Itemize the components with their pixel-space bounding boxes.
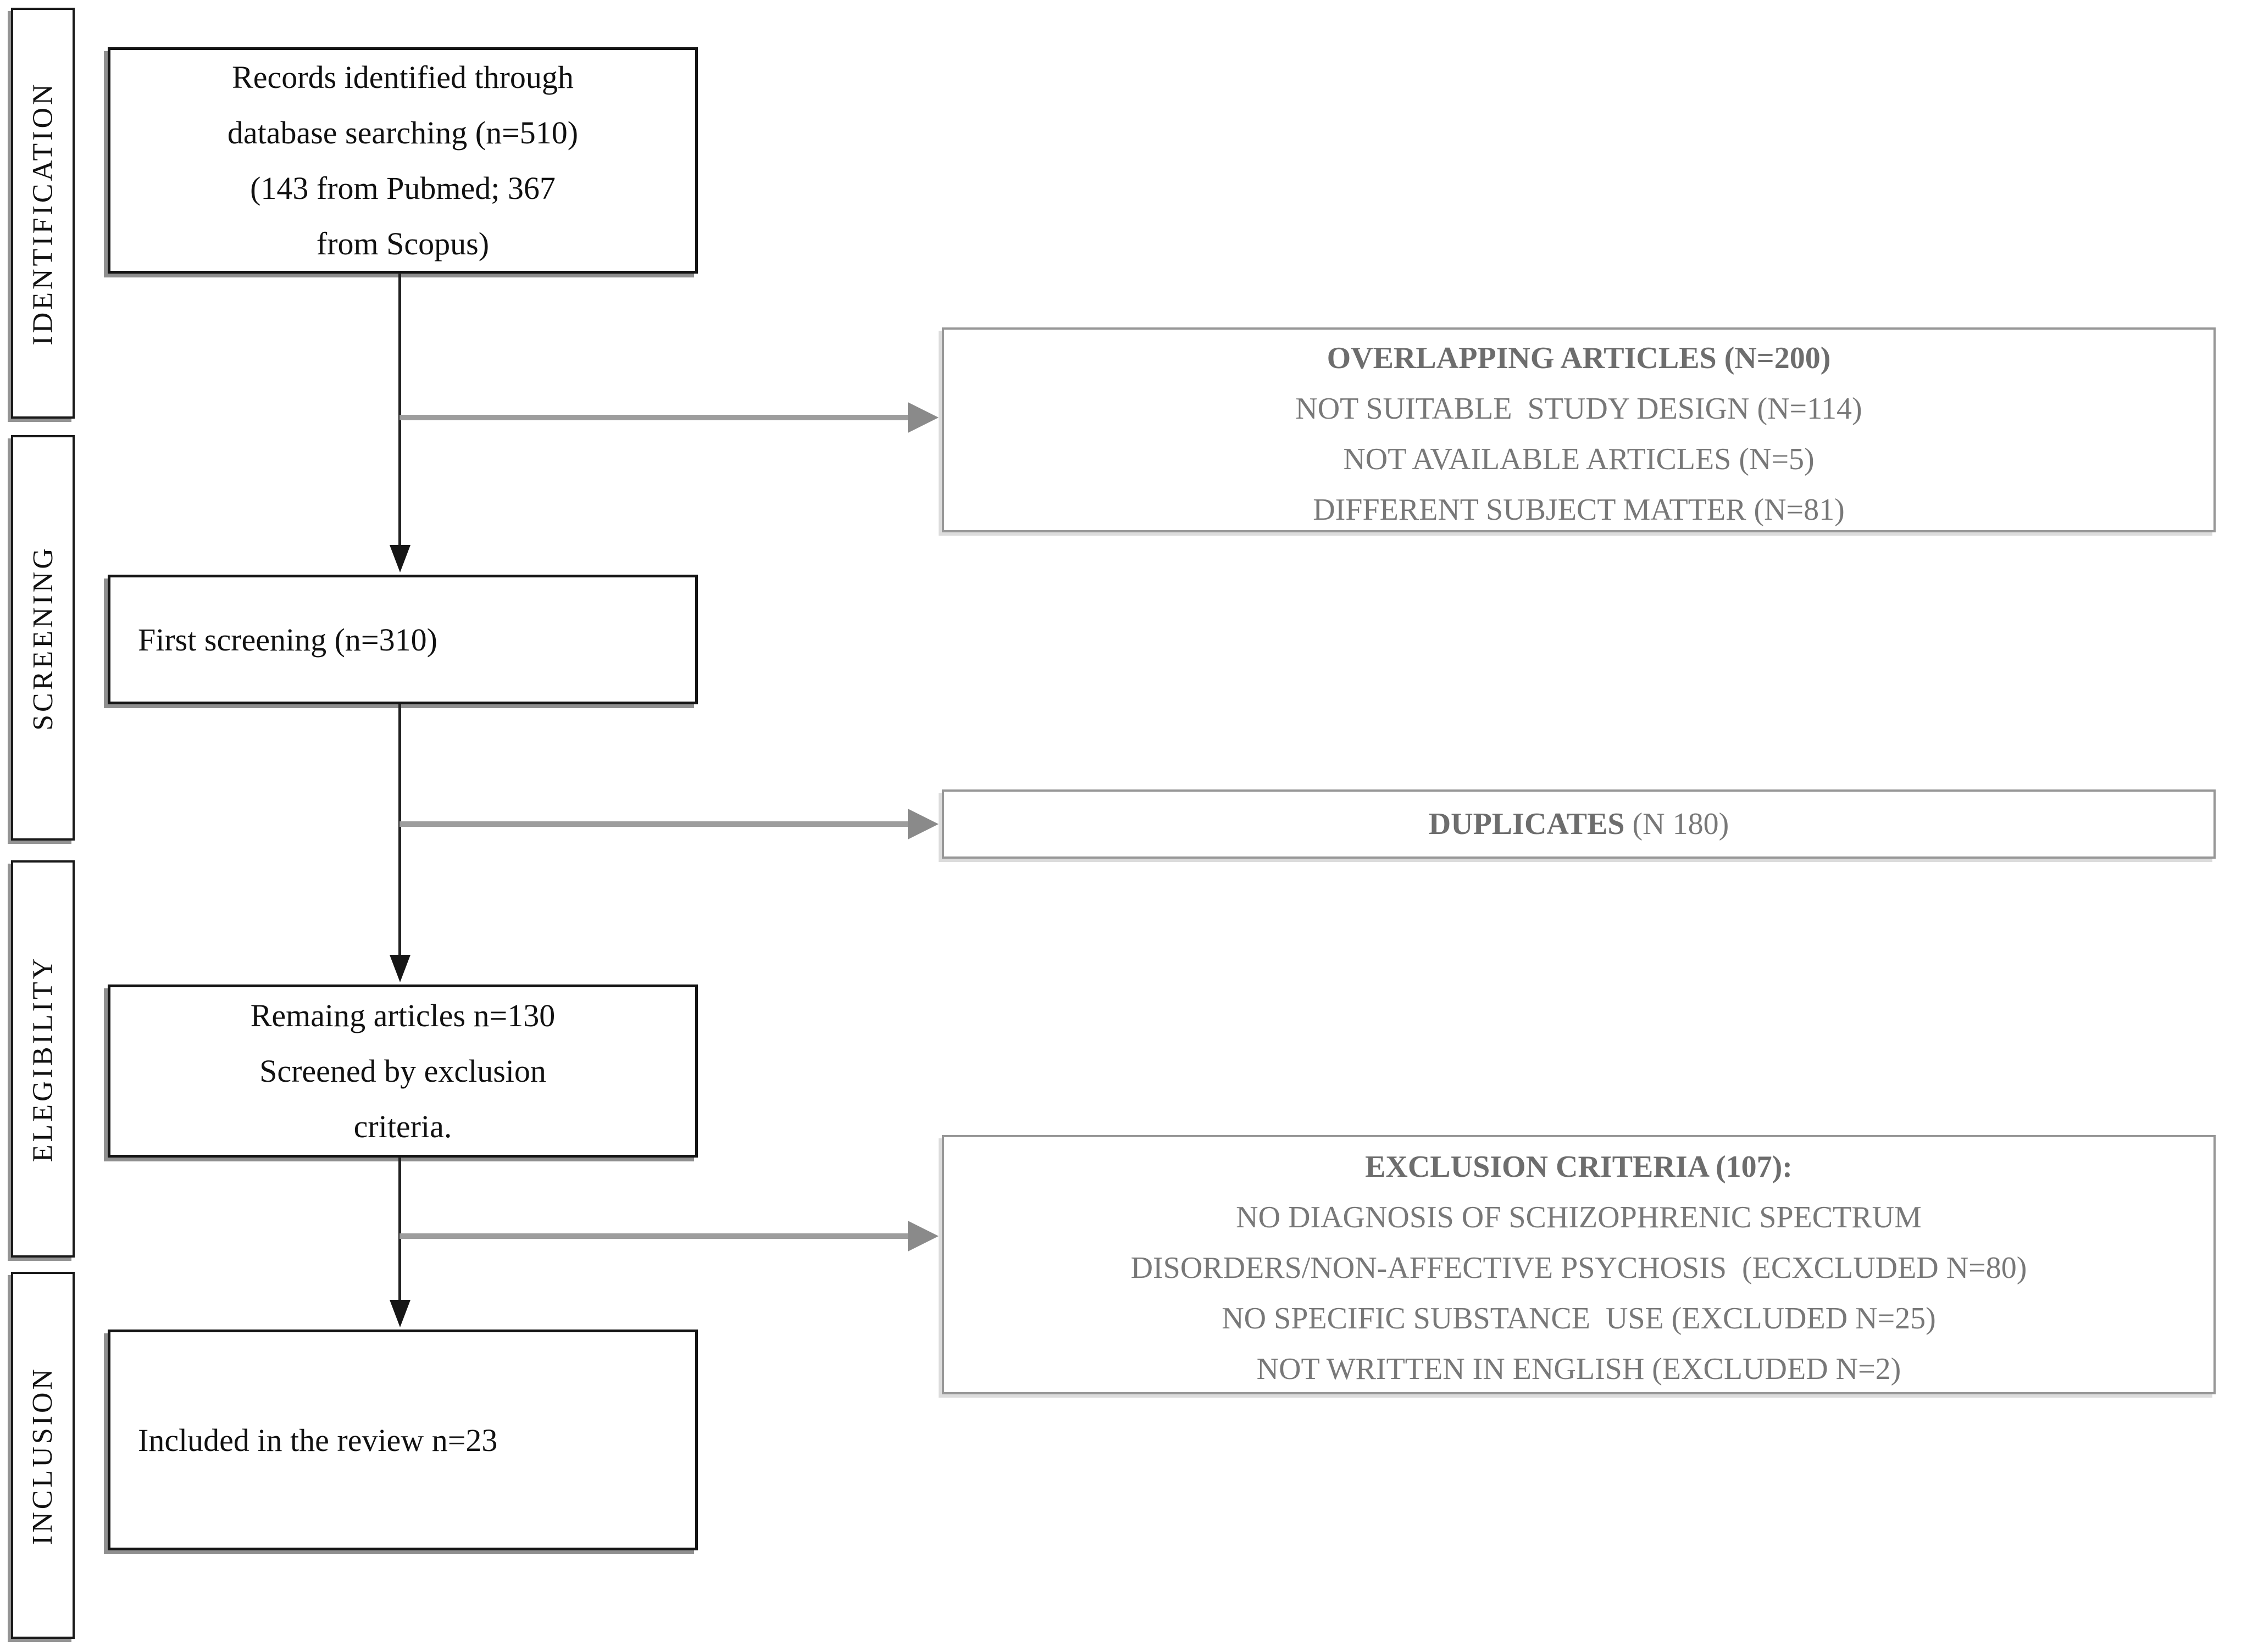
included-review-box: Included in the review n=23 [108,1330,698,1550]
arrow-line-to-overlapping-box [400,415,908,420]
duplicates-count: (N 180) [1624,807,1729,841]
exclusion-item-4: NOT WRITTEN IN ENGLISH (EXCLUDED N=2) [1256,1352,1901,1386]
arrow-head-remaining-to-included [390,1300,410,1327]
records-identified-box: Records identified through database sear… [108,47,698,274]
arrow-head-to-duplicates-box [908,809,939,839]
duplicates-box: DUPLICATES (N 180) [942,789,2216,859]
stage-label-elegibility: ELEGIBILITY [27,955,59,1162]
stage-box-elegibility: ELEGIBILITY [11,860,75,1258]
overlapping-title: OVERLAPPING ARTICLES (N=200) [1327,341,1831,375]
stage-box-screening: SCREENING [11,435,75,841]
remaining-line-1: Remaing articles n=130 [250,998,556,1033]
arrow-line-to-exclusion-box [400,1233,908,1239]
remaining-line-3: criteria. [353,1109,452,1144]
exclusion-item-2: DISORDERS/NON-AFFECTIVE PSYCHOSIS (ECXCL… [1130,1251,2027,1285]
exclusion-criteria-box: EXCLUSION CRITERIA (107): NO DIAGNOSIS O… [942,1135,2216,1394]
remaining-line-2: Screened by exclusion [259,1053,546,1089]
exclusion-item-3: NO SPECIFIC SUBSTANCE USE (EXCLUDED N=25… [1222,1301,1936,1336]
arrow-line-to-duplicates-box [400,821,908,827]
included-review-text: Included in the review n=23 [138,1422,498,1458]
exclusion-item-1: NO DIAGNOSIS OF SCHIZOPHRENIC SPECTRUM [1236,1200,1922,1234]
stage-box-identification: IDENTIFICATION [11,8,75,419]
records-line-4: from Scopus) [316,226,490,262]
overlapping-item-2: NOT AVAILABLE ARTICLES (N=5) [1343,442,1815,476]
records-line-2: database searching (n=510) [227,115,579,151]
stage-label-identification: IDENTIFICATION [27,81,59,346]
arrow-head-records-to-screening [390,545,410,572]
overlapping-articles-box: OVERLAPPING ARTICLES (N=200) NOT SUITABL… [942,327,2216,532]
records-line-1: Records identified through [232,59,574,95]
first-screening-box: First screening (n=310) [108,575,698,704]
arrow-line-screening-to-remaining [398,704,401,957]
overlapping-item-3: DIFFERENT SUBJECT MATTER (N=81) [1313,493,1845,527]
overlapping-item-1: NOT SUITABLE STUDY DESIGN (N=114) [1295,392,1862,426]
records-line-3: (143 from Pubmed; 367 [250,170,556,206]
remaining-articles-box: Remaing articles n=130 Screened by exclu… [108,984,698,1158]
first-screening-text: First screening (n=310) [138,621,437,658]
exclusion-title: EXCLUSION CRITERIA (107): [1365,1150,1793,1184]
stage-box-inclusion: INCLUSION [11,1272,75,1639]
duplicates-text: DUPLICATES (N 180) [1429,799,1729,849]
arrow-head-to-exclusion-box [908,1221,939,1251]
arrow-head-to-overlapping-box [908,402,939,433]
stage-label-inclusion: INCLUSION [27,1366,59,1545]
arrow-head-screening-to-remaining [390,955,410,982]
duplicates-bold: DUPLICATES [1428,807,1625,841]
arrow-line-records-to-screening [398,273,401,548]
stage-label-screening: SCREENING [27,545,59,731]
arrow-line-remaining-to-included [398,1157,401,1303]
